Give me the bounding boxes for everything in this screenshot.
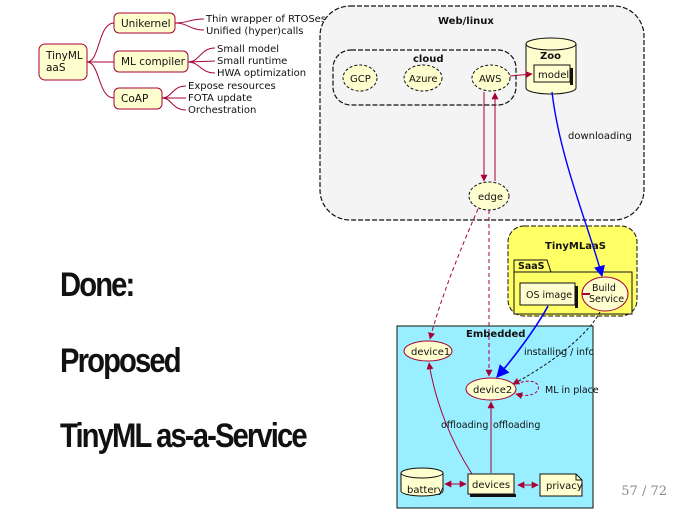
privacy-label: privacy: [546, 481, 583, 492]
web-linux-label: Web/linux: [438, 16, 494, 27]
mindmap-note: Small runtime: [217, 56, 287, 67]
aws-to-model-link: [509, 71, 533, 79]
ml-in-place-link: [515, 380, 539, 400]
offloading-left-label: offloading: [441, 420, 488, 431]
cloud-label: cloud: [413, 54, 444, 65]
offloading-left-link: [426, 362, 473, 475]
build-service-label-line1: Build: [592, 283, 616, 294]
mindmap-node-coap: [113, 87, 163, 110]
mindmap-note: Orchestration: [188, 105, 256, 116]
mindmap-node-ml-compiler: [113, 50, 189, 73]
azure-label: Azure: [409, 74, 437, 85]
device2-node: [465, 377, 517, 401]
device2-label: device2: [473, 385, 512, 396]
mindmap-link-coap: [86, 61, 115, 99]
edge-label: edge: [478, 192, 503, 203]
mindmap-note: Expose resources: [188, 81, 276, 92]
tinymlaas-label: TinyMLaaS: [545, 241, 606, 252]
mindmap-node-label: CoAP: [121, 93, 148, 105]
page-number: 57 / 72: [621, 484, 667, 499]
mindmap-node-label: ML compiler: [121, 56, 186, 68]
bullet-proposed: Proposed: [60, 342, 182, 380]
privacy-note: [539, 473, 583, 497]
mindmap-note: Thin wrapper of RTOSes: [205, 14, 326, 25]
mindmap-link-note: [161, 97, 187, 111]
build-service-label-line2: Service: [589, 294, 624, 305]
mindmap-link-note: [174, 22, 205, 31]
os-image-label: OS image: [526, 290, 572, 301]
bullet-done: Done:: [60, 266, 135, 304]
mindmap-root-node: [38, 43, 88, 81]
ml-in-place-label: ML in place: [545, 385, 599, 396]
gcp-label: GCP: [350, 74, 371, 85]
battery-database: [400, 473, 444, 497]
aws-label: AWS: [479, 74, 502, 85]
aws-node: [471, 64, 511, 92]
battery-database-top: [400, 467, 444, 479]
downloading-link: [551, 91, 605, 278]
installing-info-label: installing / info: [524, 347, 594, 358]
mindmap-note: Unified (hyper)calls: [206, 26, 303, 37]
installing-link: [496, 305, 549, 378]
edge-to-device1-link: [428, 208, 479, 340]
mindmap-node-label: Unikernel: [121, 18, 171, 30]
model-artifact-shadow: [570, 68, 573, 85]
mindmap-node-unikernel: [113, 12, 176, 34]
os-image-artifact-shadow: [575, 286, 578, 308]
azure-node: [403, 64, 443, 92]
gcp-node: [342, 64, 378, 92]
zoo-label: Zoo: [540, 51, 561, 62]
mindmap-note: FOTA update: [188, 93, 252, 104]
mindmap-note: HWA optimization: [217, 68, 306, 79]
privacy-note-fold: [575, 474, 582, 481]
mindmap-root-label-line1: TinyML: [45, 50, 83, 62]
embedded-label: Embedded: [466, 329, 525, 340]
saas-label: SaaS: [518, 261, 545, 272]
mindmap-link-unikernel: [86, 22, 115, 63]
mindmap-link-note: [187, 60, 216, 63]
info-link: [512, 311, 601, 385]
downloading-label: downloading: [568, 131, 632, 142]
mindmap-root-label-line2: aaS: [46, 62, 66, 74]
bullet-tinyml-as-a-service: TinyML as-a-Service: [60, 417, 308, 455]
battery-label: battery: [407, 485, 444, 496]
offloading-right-label: offloading: [493, 420, 540, 431]
devices-label: devices: [472, 480, 510, 491]
mindmap-note: Small model: [217, 44, 279, 55]
zoo-database-top: [525, 37, 577, 51]
device1-label: device1: [411, 347, 450, 358]
model-label: model: [538, 70, 569, 81]
devices-component-shadow: [470, 494, 516, 497]
device1-node: [403, 340, 453, 362]
mindmap-link-note: [187, 61, 216, 74]
